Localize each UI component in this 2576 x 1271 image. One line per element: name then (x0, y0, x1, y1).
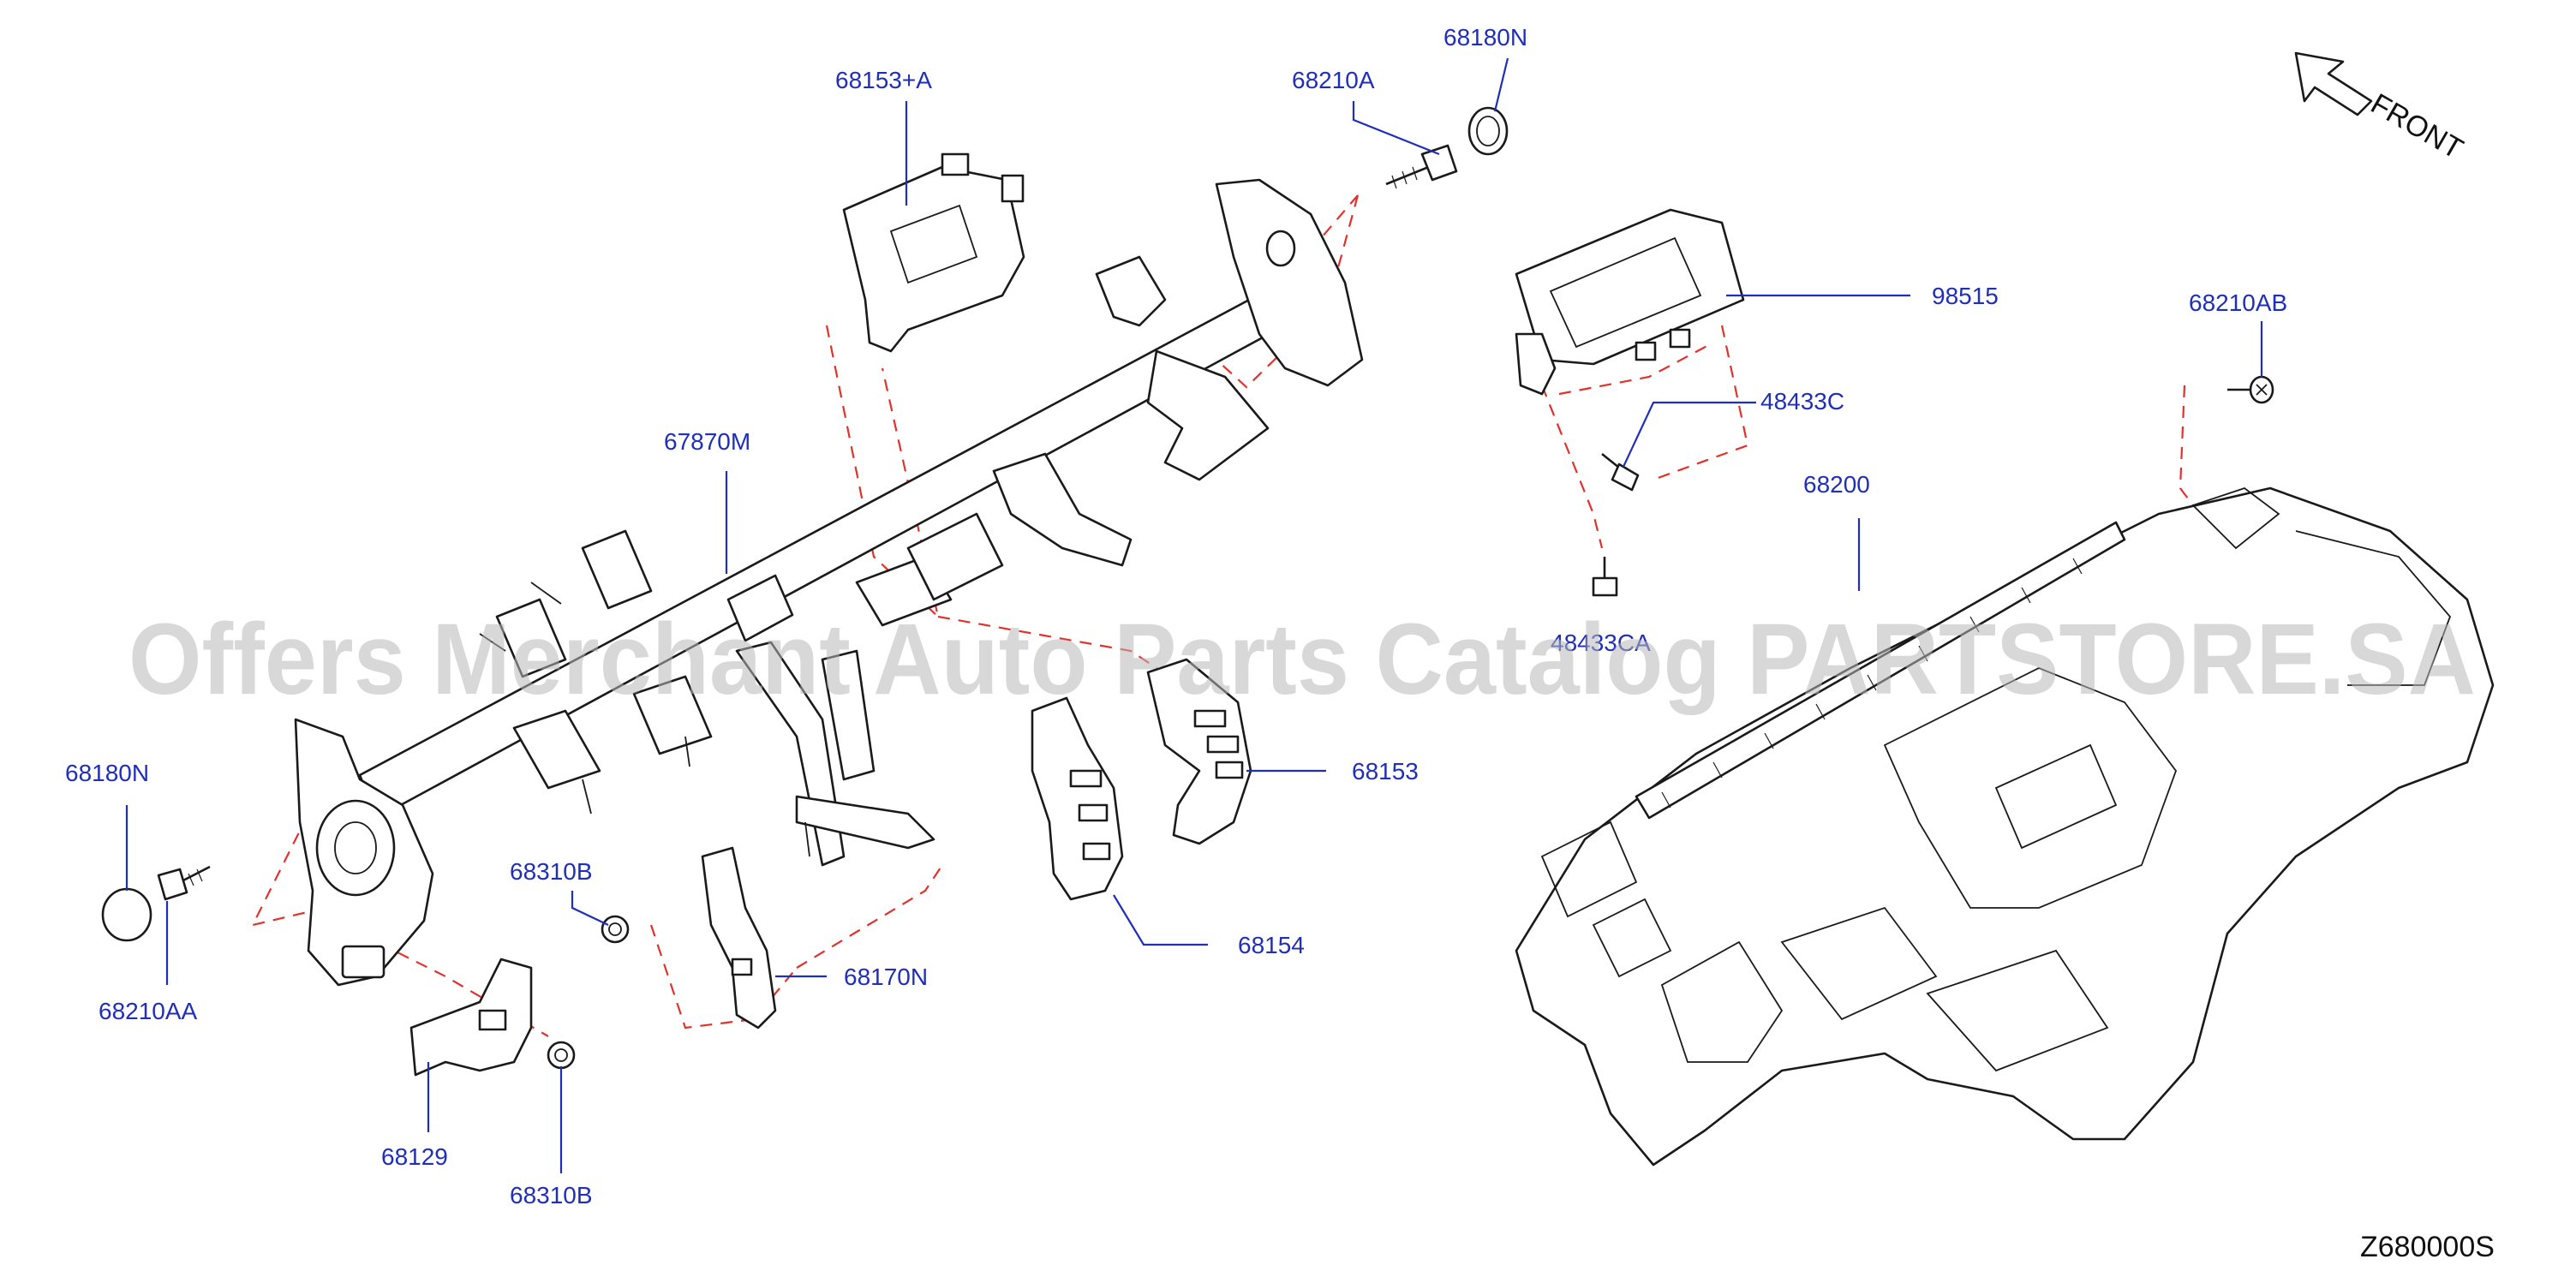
front-orientation: FRONT (2294, 51, 2468, 165)
nut-68310B-mid (601, 915, 630, 944)
screw-48433C (1601, 452, 1640, 492)
callout-68153A: 68153+A (835, 67, 932, 93)
mounting-bracket-68153A (842, 152, 1025, 353)
bracket-68153 (1146, 658, 1252, 845)
diagram-code: Z680000S (2360, 1231, 2495, 1263)
callout-67870M: 67870M (664, 428, 750, 455)
callout-68200: 68200 (1803, 471, 1870, 498)
callout-68310B-mid: 68310B (510, 858, 593, 885)
watermark-text: Offers Merchant Auto Parts Catalog PARTS… (129, 603, 2476, 716)
callout-68210AB: 68210AB (2189, 289, 2287, 316)
callout-68154: 68154 (1238, 932, 1305, 958)
instrument-panel-68200 (1515, 486, 2495, 1167)
bolt-68210AA (157, 865, 211, 901)
callout-68153: 68153 (1352, 758, 1419, 785)
callout-48433C: 48433C (1760, 388, 1844, 415)
front-label: FRONT (2365, 87, 2468, 165)
callout-68170N: 68170N (844, 964, 928, 990)
bolt-68210AB (2227, 375, 2274, 404)
callout-68180N-top: 68180N (1443, 24, 1527, 51)
leader-lines (125, 57, 2263, 1173)
bracket-68154 (1031, 696, 1124, 901)
callout-68310B-bottom: 68310B (510, 1182, 593, 1208)
front-arrow-icon (2294, 51, 2373, 116)
grommet-68180N-top (1467, 106, 1509, 156)
display-unit-98515 (1515, 208, 1745, 396)
bolt-68210A (1385, 144, 1458, 189)
screw-48433CA (1592, 557, 1618, 597)
bracket-68129 (409, 958, 533, 1077)
callout-48433CA: 48433CA (1551, 630, 1651, 656)
cap-68180N-left (101, 887, 152, 942)
nut-68310B-bottom (547, 1041, 576, 1070)
callout-68210A: 68210A (1292, 67, 1375, 93)
callout-labels: 68153+A 68210A 68180N 98515 68210AB 4843… (65, 24, 2287, 1208)
callout-68210AA: 68210AA (99, 998, 198, 1024)
cross-car-beam-67870M (294, 178, 1364, 987)
callout-68129: 68129 (381, 1143, 448, 1170)
bracket-68170N (701, 846, 777, 1029)
callout-68180N-left: 68180N (65, 760, 149, 786)
callout-98515: 98515 (1932, 283, 1999, 309)
